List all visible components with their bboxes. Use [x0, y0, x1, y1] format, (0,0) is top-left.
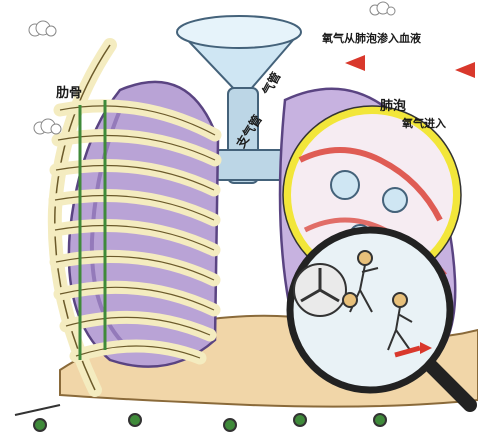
oxygen-enters-label: 氧气进入: [402, 117, 446, 130]
air-arrow: [345, 55, 475, 78]
worker-figure-icon: [342, 250, 413, 351]
magnifying-glass-icon: [286, 226, 477, 412]
cloud-icon: [33, 118, 62, 135]
rib-label: 肋骨: [56, 86, 83, 101]
oxygen-into-blood-label: 氧气从肺泡渗入血液: [322, 32, 421, 45]
cloud-icon: [28, 20, 57, 37]
rib: [54, 44, 111, 391]
arrow-icon: [394, 345, 421, 358]
alveolus-label: 肺泡: [380, 99, 407, 114]
cloud-icon: [369, 1, 396, 16]
rib-outlines: [54, 105, 216, 359]
fan-icon: [293, 263, 347, 317]
ground-workers: [14, 404, 387, 432]
trachea-funnel-rim: [176, 15, 302, 49]
rib-straps: [78, 100, 107, 360]
bronchus-pipe: [209, 149, 291, 181]
